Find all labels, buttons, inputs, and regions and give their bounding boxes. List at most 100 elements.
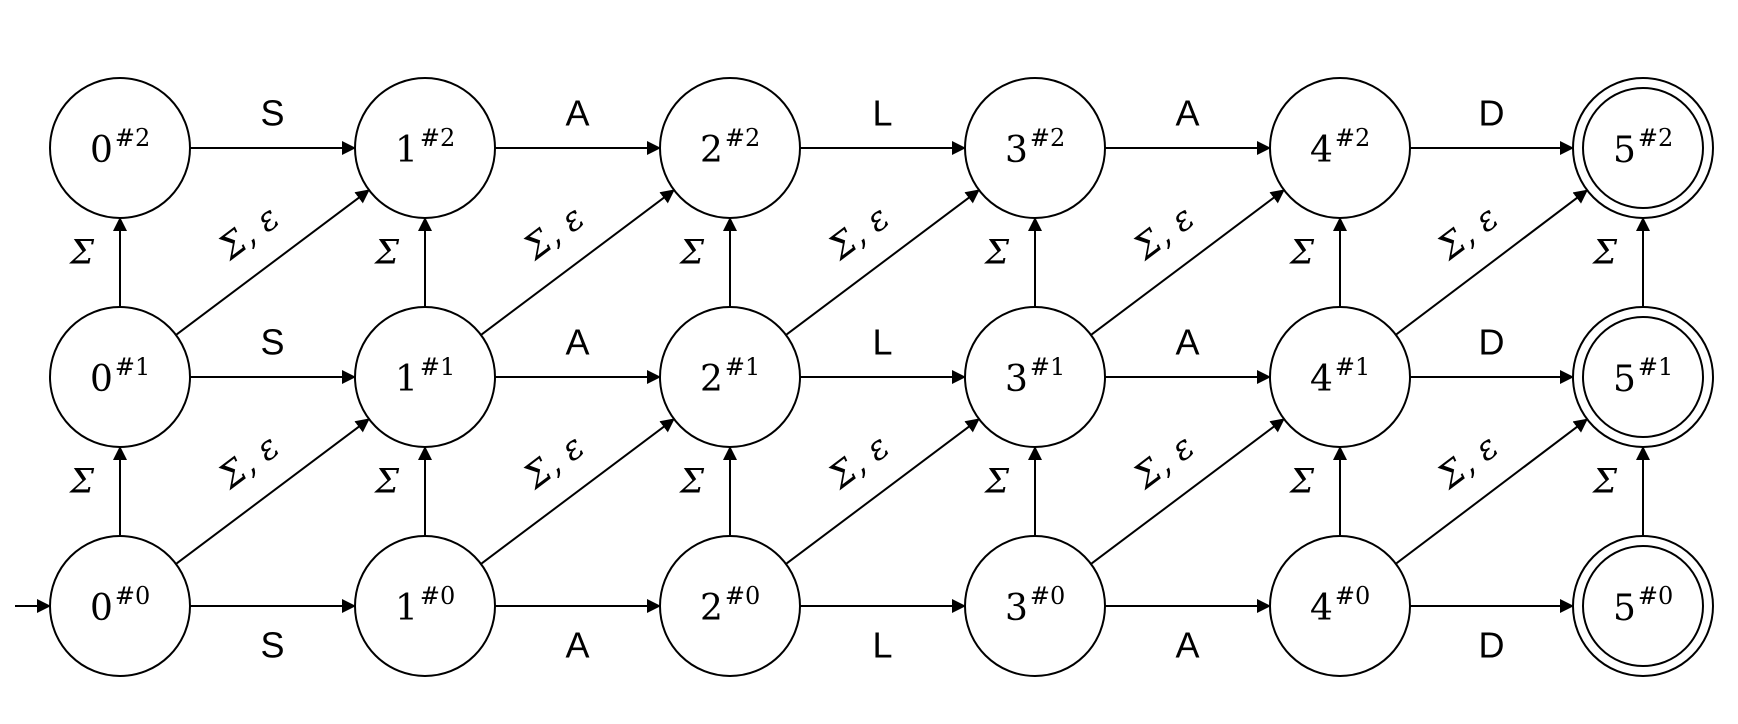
edge-label-d-4#2: D: [1479, 93, 1505, 134]
state-3-hash2: 3#2: [964, 77, 1106, 219]
edge-label-sigma-3#1: Σ: [983, 233, 1010, 273]
edge-diagonal-3#0-4#1: [1090, 418, 1285, 565]
edge-label-sigma-3#0: Σ: [983, 462, 1010, 502]
state-label: 4#2: [1310, 124, 1370, 171]
state-label: 0#0: [90, 582, 150, 629]
state-circle: [659, 77, 801, 219]
edge-label-a-3#2: A: [1175, 93, 1199, 134]
state-label: 3#2: [1005, 124, 1065, 171]
state-circle: [964, 77, 1106, 219]
edge-label-sigma-epsilon-3#1: Σ, ε: [1125, 198, 1202, 270]
edge-label-a-1#1: A: [565, 322, 589, 363]
state-label: 4#0: [1310, 582, 1370, 629]
state-3-hash0: 3#0: [964, 535, 1106, 677]
edge-label-a-1#0: A: [565, 625, 589, 666]
state-label: 0#2: [90, 124, 150, 171]
state-5-hash2: 5#2: [1572, 77, 1714, 219]
state-5-hash1: 5#1: [1572, 306, 1714, 448]
state-2-hash0: 2#0: [659, 535, 801, 677]
edge-label-sigma-5#1: Σ: [1591, 233, 1618, 273]
state-0-hash0: 0#0: [49, 535, 191, 677]
edge-label-sigma-1#0: Σ: [373, 462, 400, 502]
state-circle: [49, 535, 191, 677]
edge-diagonal-2#0-3#1: [785, 418, 980, 565]
edge-diagonal-0#0-1#1: [175, 418, 370, 565]
edge-label-sigma-epsilon-0#0: Σ, ε: [210, 427, 287, 499]
edge-label-sigma-2#0: Σ: [678, 462, 705, 502]
state-label: 3#1: [1005, 353, 1065, 400]
state-label: 2#1: [700, 353, 760, 400]
edge-diagonal-3#1-4#2: [1090, 189, 1285, 336]
edge-label-sigma-0#0: Σ: [68, 462, 95, 502]
edge-label-sigma-5#0: Σ: [1591, 462, 1618, 502]
edge-label-sigma-epsilon-3#0: Σ, ε: [1125, 427, 1202, 499]
nodes-layer: 0#0 1#0 2#0 3#0 4#0 5#0 0#1 1#1 2#1 3#1 4#1 5#1 0#2 1…: [49, 77, 1714, 677]
edge-diagonal-2#1-3#2: [785, 189, 980, 336]
state-5-hash0: 5#0: [1572, 535, 1714, 677]
edge-label-sigma-1#1: Σ: [373, 233, 400, 273]
state-1-hash1: 1#1: [354, 306, 496, 448]
state-circle: [354, 306, 496, 448]
state-0-hash2: 0#2: [49, 77, 191, 219]
state-4-hash0: 4#0: [1269, 535, 1411, 677]
state-4-hash2: 4#2: [1269, 77, 1411, 219]
edge-label-s-0#2: S: [260, 93, 284, 134]
state-circle: [354, 77, 496, 219]
state-circle: [964, 535, 1106, 677]
state-0-hash1: 0#1: [49, 306, 191, 448]
edge-label-s-0#0: S: [260, 625, 284, 666]
edge-diagonal-1#1-2#2: [480, 189, 675, 336]
accepting-inner-circle: [1582, 316, 1704, 438]
state-label: 2#0: [700, 582, 760, 629]
edge-diagonal-4#0-5#1: [1395, 418, 1588, 565]
state-circle: [1269, 306, 1411, 448]
edge-label-sigma-4#0: Σ: [1288, 462, 1315, 502]
edge-label-l-2#0: L: [872, 625, 892, 666]
state-label: 3#0: [1005, 582, 1065, 629]
state-2-hash2: 2#2: [659, 77, 801, 219]
edge-label-d-4#1: D: [1479, 322, 1505, 363]
edge-label-d-4#0: D: [1479, 625, 1505, 666]
edge-label-sigma-epsilon-0#1: Σ, ε: [210, 198, 287, 270]
edge-label-sigma-0#1: Σ: [68, 233, 95, 273]
edge-label-sigma-2#1: Σ: [678, 233, 705, 273]
state-label: 4#1: [1310, 353, 1370, 400]
state-circle: [49, 306, 191, 448]
state-2-hash1: 2#1: [659, 306, 801, 448]
edge-label-sigma-epsilon-4#0: Σ, ε: [1429, 427, 1506, 499]
edge-diagonal-4#1-5#2: [1395, 189, 1588, 336]
state-1-hash2: 1#2: [354, 77, 496, 219]
state-3-hash1: 3#1: [964, 306, 1106, 448]
accepting-inner-circle: [1582, 545, 1704, 667]
edge-label-sigma-epsilon-4#1: Σ, ε: [1429, 198, 1506, 270]
edge-label-sigma-epsilon-2#0: Σ, ε: [820, 427, 897, 499]
accepting-inner-circle: [1582, 87, 1704, 209]
state-label: 5#0: [1613, 582, 1673, 629]
edge-label-a-3#1: A: [1175, 322, 1199, 363]
edge-label-sigma-epsilon-1#0: Σ, ε: [515, 427, 592, 499]
state-circle: [354, 535, 496, 677]
edge-label-sigma-epsilon-1#1: Σ, ε: [515, 198, 592, 270]
edge-label-a-1#2: A: [565, 93, 589, 134]
edge-label-sigma-epsilon-2#1: Σ, ε: [820, 198, 897, 270]
edge-label-a-3#0: A: [1175, 625, 1199, 666]
edge-diagonal-1#0-2#1: [480, 418, 675, 565]
state-label: 5#2: [1613, 124, 1673, 171]
state-circle: [659, 535, 801, 677]
state-label: 1#1: [395, 353, 455, 400]
edge-diagonal-0#1-1#2: [175, 189, 370, 336]
state-circle: [1269, 77, 1411, 219]
edges-layer: [15, 141, 1650, 613]
edge-label-s-0#1: S: [260, 322, 284, 363]
state-1-hash0: 1#0: [354, 535, 496, 677]
state-4-hash1: 4#1: [1269, 306, 1411, 448]
state-circle: [964, 306, 1106, 448]
state-circle: [659, 306, 801, 448]
edge-label-l-2#2: L: [872, 93, 892, 134]
edge-label-sigma-4#1: Σ: [1288, 233, 1315, 273]
state-circle: [1269, 535, 1411, 677]
state-label: 0#1: [90, 353, 150, 400]
state-circle: [49, 77, 191, 219]
state-label: 1#2: [395, 124, 455, 171]
